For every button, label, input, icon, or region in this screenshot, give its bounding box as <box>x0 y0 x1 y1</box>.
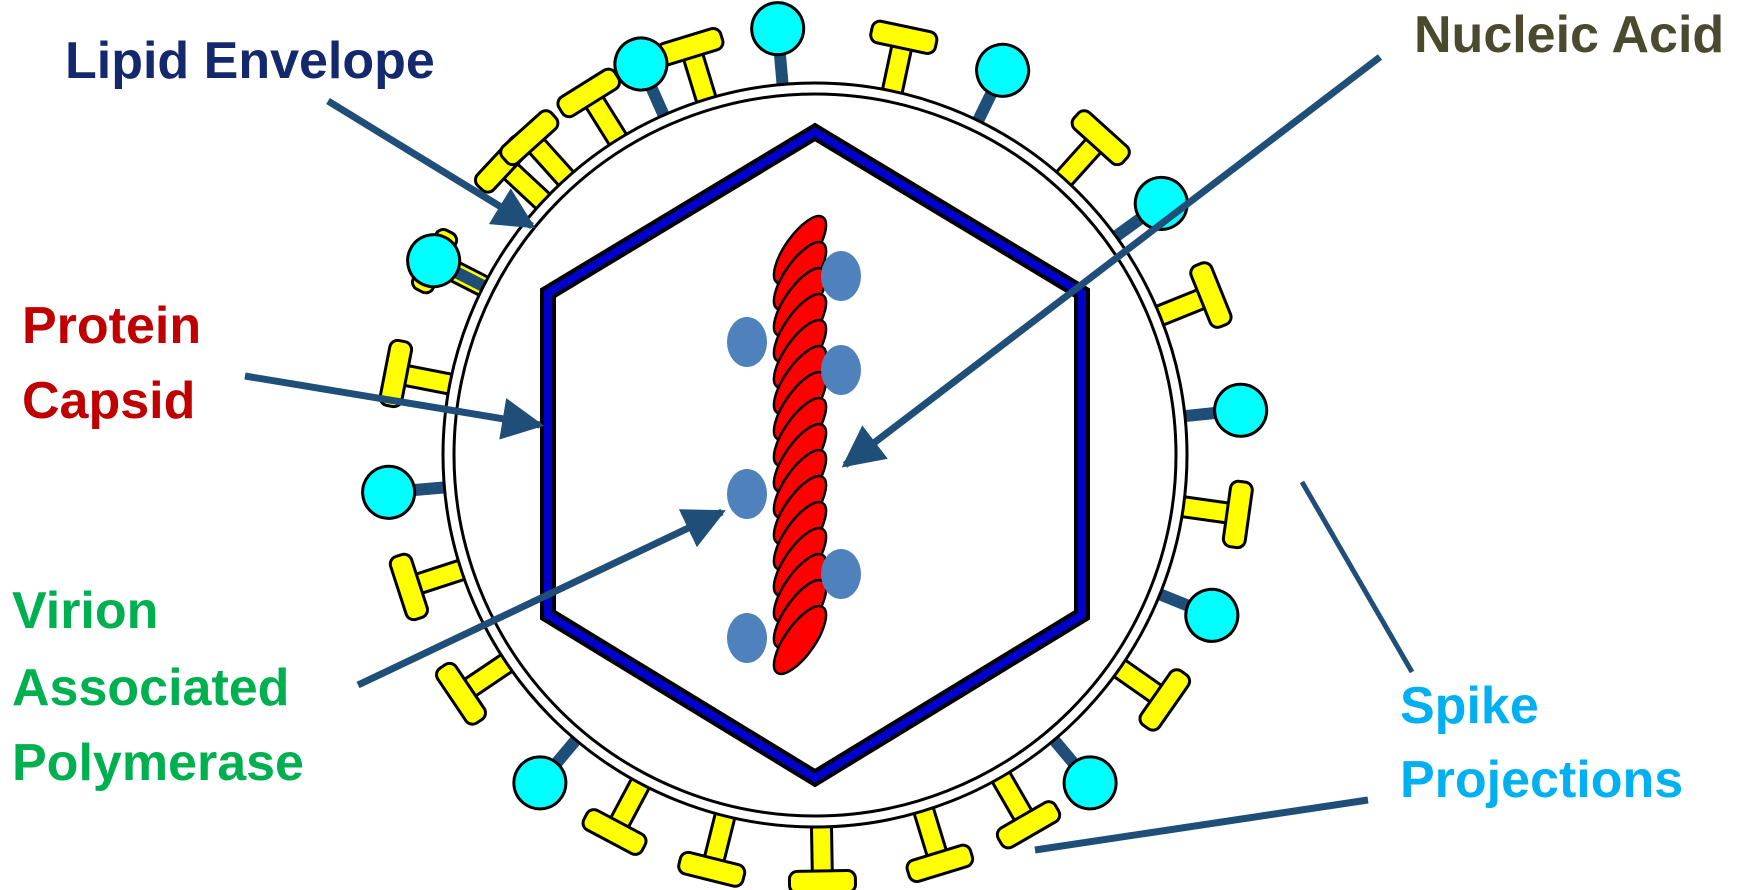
knob-glycoprotein-spike-icon <box>1180 382 1269 442</box>
polymerase-label-line2: Associated <box>12 659 289 717</box>
spike-pointer-line-upper <box>1302 482 1412 672</box>
knob-glycoprotein-spike-icon <box>360 461 448 520</box>
protein-capsid-label-line2: Capsid <box>22 372 195 430</box>
polymerase-label-line1: Virion <box>12 582 158 640</box>
t-glycoprotein-spike-icon <box>788 824 855 890</box>
oval-enzyme-icon <box>821 251 861 301</box>
oval-enzyme-icon <box>727 469 767 519</box>
t-glycoprotein-spike-icon <box>1177 474 1254 549</box>
spike-projections-label-line2: Projections <box>1400 751 1683 809</box>
nucleic-acid-label: Nucleic Acid <box>1414 6 1724 64</box>
oval-enzyme-icon <box>727 317 767 367</box>
polymerase-label-line3: Polymerase <box>12 734 304 792</box>
lipid-envelope-label: Lipid Envelope <box>65 32 435 90</box>
spike-projections-label-line1: Spike <box>1400 677 1539 735</box>
protein-capsid-label-line1: Protein <box>22 297 201 355</box>
oval-enzyme-icon <box>821 345 861 395</box>
oval-enzyme-icon <box>821 549 861 599</box>
knob-glycoprotein-spike-icon <box>750 0 809 88</box>
oval-enzyme-icon <box>727 613 767 663</box>
